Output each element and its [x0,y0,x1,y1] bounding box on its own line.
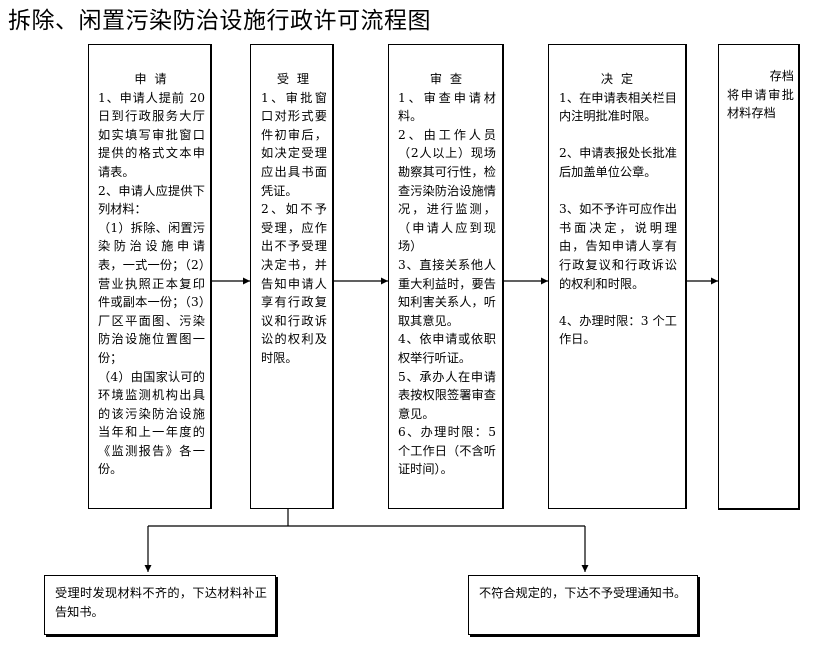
step-apply-body: 1、申请人提前 20 日到行政服务大厅如实填写审批窗口提供的格式文本申请表。 2… [98,90,205,477]
step-apply-box: 申 请 1、申请人提前 20 日到行政服务大厅如实填写审批窗口提供的格式文本申请… [88,44,212,509]
note-incomplete-materials: 受理时发现材料不齐的，下达材料补正告知书。 [44,575,276,635]
step-review-body: 1、审查申请材料。 2、由工作人员（2人以上）现场勘察其可行性，检查污染防治设施… [398,90,496,477]
step-accept-body: 1、审批窗口对形式要件初审后，如决定受理应出具书面凭证。 2、如不予受理，应作出… [261,90,327,365]
step-decide-body: 1、在申请表相关栏目内注明批准时限。 2、申请表报处长批准后加盖单位公章。 3、… [559,90,677,347]
step-archive-body: 将申请审批材料存档 [727,87,794,121]
step-decide-box: 决 定 1、在申请表相关栏目内注明批准时限。 2、申请表报处长批准后加盖单位公章… [548,44,687,509]
step-accept-box: 受 理 1、审批窗口对形式要件初审后，如决定受理应出具书面凭证。 2、如不予受理… [250,44,334,509]
step-apply-heading: 申 请 [134,72,169,86]
step-archive-heading: 存档 [769,69,794,83]
step-review-heading: 审 查 [429,72,465,86]
note-incomplete-text: 受理时发现材料不齐的，下达材料补正告知书。 [55,586,267,619]
step-review-box: 审 查 1、审查申请材料。 2、由工作人员（2人以上）现场勘察其可行性，检查污染… [388,44,504,509]
step-decide-heading: 决 定 [600,72,636,86]
note-rejection-text: 不符合规定的，下达不予受理通知书。 [479,586,687,600]
step-accept-heading: 受 理 [276,72,312,86]
step-archive-box: 存档 将申请审批材料存档 [718,44,800,510]
note-rejection: 不符合规定的，下达不予受理通知书。 [468,575,698,635]
page-title: 拆除、闲置污染防治设施行政许可流程图 [8,8,431,34]
